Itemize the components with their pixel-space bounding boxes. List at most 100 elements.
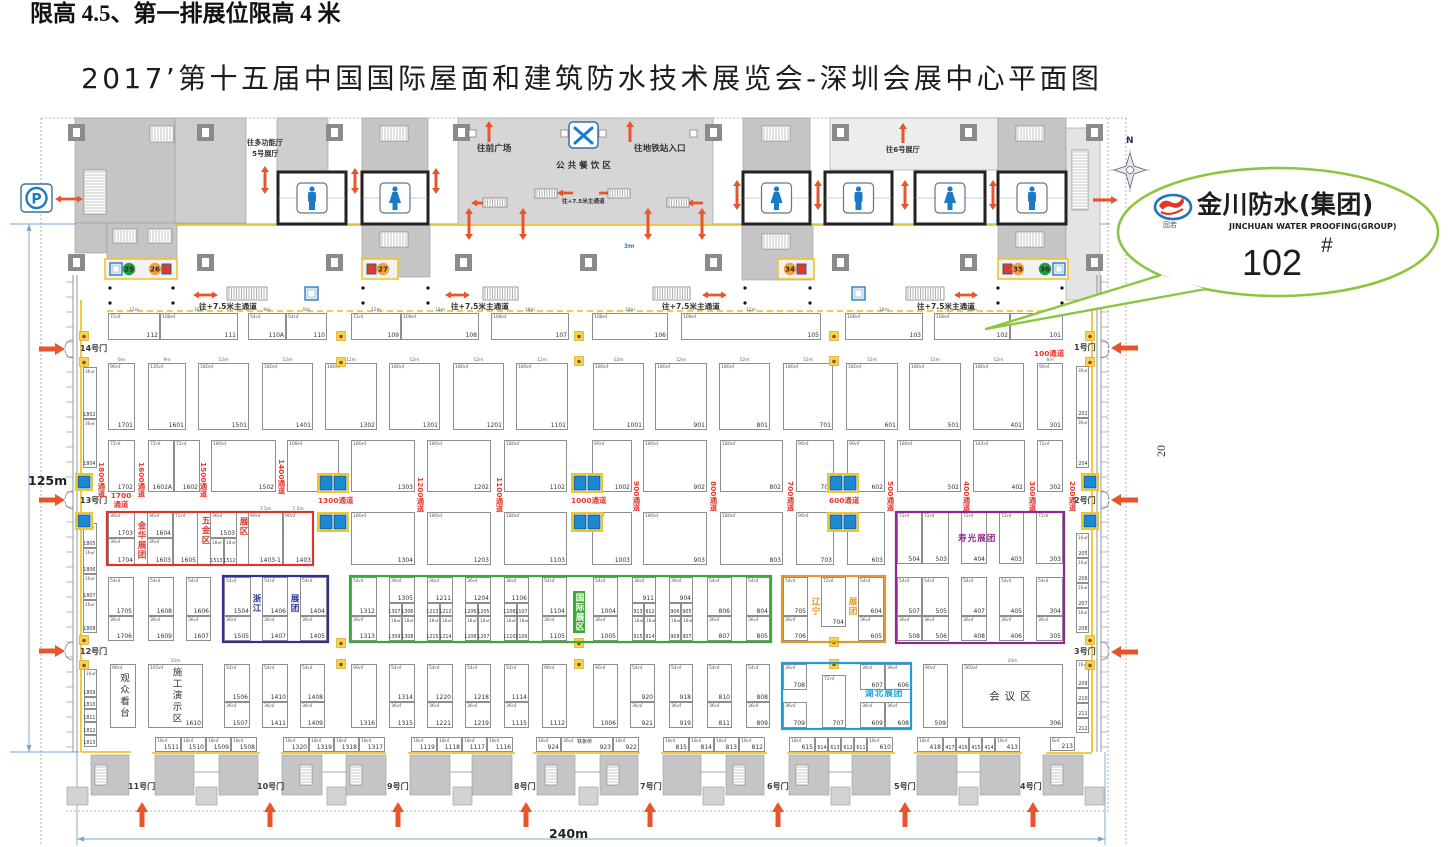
booth-number: 1211 bbox=[435, 594, 451, 602]
outlet-box-icon bbox=[689, 129, 698, 138]
booth-area: 54㎡ bbox=[506, 665, 517, 671]
booth-number: 1117 bbox=[469, 743, 485, 751]
stair-icon bbox=[299, 764, 313, 786]
booth-area: 54㎡ bbox=[288, 314, 299, 320]
booth-area: 36㎡ bbox=[785, 617, 796, 623]
booth-area: 180㎡ bbox=[327, 364, 341, 370]
dimension-arrowhead bbox=[1098, 836, 1105, 842]
stair-icon bbox=[606, 764, 620, 786]
booth-number: 414 bbox=[984, 745, 994, 751]
pier-inner bbox=[965, 128, 972, 137]
column-pier-icon bbox=[1086, 124, 1103, 141]
booth-area: 360㎡ bbox=[964, 665, 978, 671]
booth-number: 1109 bbox=[515, 634, 528, 640]
booth-number: 403 bbox=[1010, 555, 1022, 563]
booth-area: 72㎡ bbox=[824, 676, 835, 682]
pier-inner bbox=[202, 258, 209, 267]
booth: 913 bbox=[632, 603, 644, 616]
direction-arrow-icon bbox=[557, 189, 573, 197]
person-head bbox=[773, 186, 780, 192]
booth-number: 1317 bbox=[367, 743, 383, 751]
entrance-arrow-icon bbox=[392, 802, 404, 827]
booth-number: 1221 bbox=[435, 719, 451, 727]
building-block bbox=[471, 754, 513, 796]
booth-number: 604 bbox=[870, 607, 882, 615]
booth-number: 601 bbox=[884, 421, 896, 429]
booth-area: 54㎡ bbox=[1038, 578, 1049, 584]
booth-area: 90㎡ bbox=[250, 513, 261, 519]
booth-number: 1106 bbox=[511, 594, 527, 602]
booth-area: 54㎡ bbox=[188, 578, 199, 584]
column-pier-icon bbox=[832, 124, 849, 141]
booth-area: 18㎡ bbox=[489, 738, 500, 744]
entrance-arrow-icon bbox=[1027, 802, 1039, 827]
booth-number: 1511 bbox=[163, 743, 179, 751]
booth-number: 1507 bbox=[232, 719, 248, 727]
booth-dimension: 24m bbox=[1007, 659, 1018, 664]
booth-number: 1319 bbox=[316, 743, 332, 751]
booth-number: 110A bbox=[268, 331, 284, 339]
booth-number: 804 bbox=[756, 607, 768, 615]
booth-area: 54㎡ bbox=[467, 665, 478, 671]
column-pier-icon bbox=[453, 124, 470, 141]
booth-dimension: 12m bbox=[739, 358, 750, 363]
building-block bbox=[74, 222, 108, 254]
booth-dimension: 12m bbox=[613, 358, 624, 363]
booth-dimension: 9m bbox=[302, 308, 311, 313]
booth-number: 1409 bbox=[307, 719, 323, 727]
booth-number: 914 bbox=[645, 634, 655, 640]
booth-dimension: 12m bbox=[370, 308, 382, 313]
double-arrow-icon bbox=[954, 291, 978, 299]
booth-area: 72㎡ bbox=[353, 314, 364, 320]
height-limit-notice: 限高 4.5、第一排展位限高 4 米 bbox=[30, 1, 341, 26]
booth-area: 54㎡ bbox=[429, 665, 440, 671]
booth-area: 18㎡ bbox=[646, 617, 656, 623]
booth-name: 铁板桥 bbox=[577, 739, 593, 745]
booth-number: 1301 bbox=[422, 421, 438, 429]
booth-area: 90㎡ bbox=[353, 665, 364, 671]
building-block bbox=[599, 754, 639, 796]
booth-area: 18㎡ bbox=[439, 738, 450, 744]
building-block bbox=[916, 754, 958, 796]
booth-number: 912 bbox=[645, 609, 655, 615]
booth-dimension: 12m bbox=[536, 358, 548, 363]
person-head bbox=[392, 186, 398, 192]
booth-area: 36㎡ bbox=[150, 617, 161, 623]
booth-area: 90㎡ bbox=[798, 513, 809, 519]
booth: 612 bbox=[841, 737, 854, 752]
booth-number: 1202 bbox=[473, 483, 489, 491]
booth-area: 72㎡ bbox=[823, 578, 834, 584]
booth-number: 612 bbox=[843, 745, 853, 751]
booth-number: 805 bbox=[756, 632, 768, 640]
double-arrow-icon bbox=[519, 208, 527, 240]
building-block bbox=[154, 754, 195, 796]
booth-number: 1119 bbox=[419, 743, 435, 751]
booth-number: 907 bbox=[682, 634, 692, 640]
double-arrow-icon bbox=[193, 291, 218, 299]
pier-inner bbox=[202, 128, 209, 137]
booth-area: 72㎡ bbox=[110, 314, 121, 320]
booth-number: 809 bbox=[756, 719, 768, 727]
booth-area: 72㎡ bbox=[1039, 441, 1050, 447]
booth-area: 16㎡ bbox=[1078, 584, 1088, 590]
booth-area: 54㎡ bbox=[671, 665, 682, 671]
